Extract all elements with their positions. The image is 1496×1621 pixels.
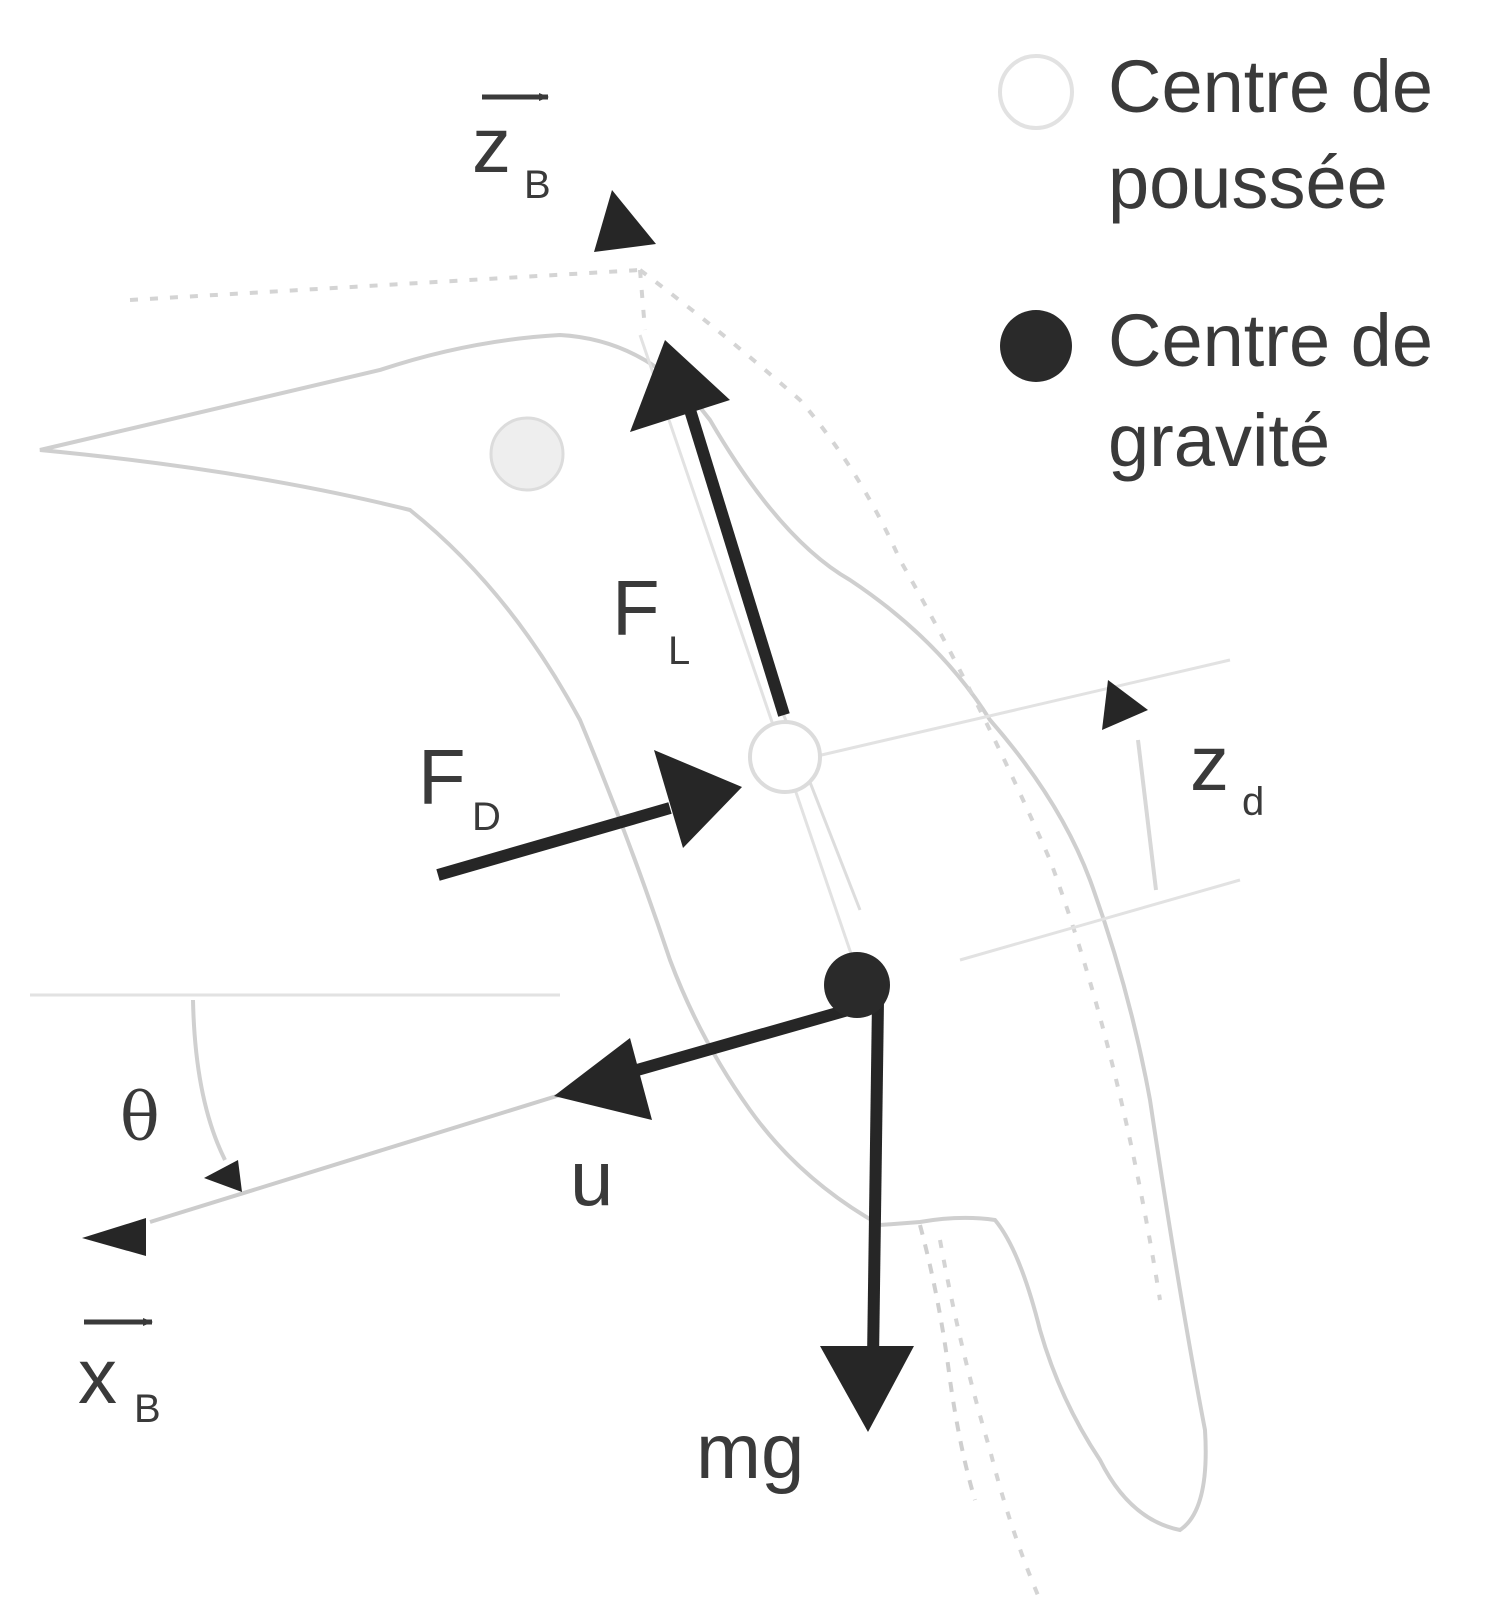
legend-buoyancy-icon — [998, 54, 1074, 130]
drag-label: F D — [418, 733, 501, 839]
drag-force-arrow — [436, 750, 742, 881]
zd-dimension — [1102, 680, 1158, 891]
legend-buoyancy-line1: Centre de — [1108, 45, 1433, 128]
x-axis-subscript: B — [134, 1387, 161, 1431]
theta-arrowhead — [204, 1160, 242, 1192]
centre-of-gravity-marker — [824, 952, 890, 1018]
theta-arc — [191, 999, 227, 1161]
zd-letter: z — [1190, 719, 1229, 807]
head-marker — [489, 416, 565, 492]
z-axis-label: z B — [472, 93, 551, 207]
legend-buoyancy-line2: poussée — [1108, 141, 1388, 224]
x-axis-line — [149, 1093, 561, 1224]
zd-subscript: d — [1242, 780, 1264, 824]
theta-label: θ — [120, 1079, 160, 1156]
dotted-guides — [129, 268, 1162, 1601]
theta-angle — [191, 999, 242, 1192]
legend: Centre de poussée Centre de gravité — [998, 45, 1433, 482]
x-axis-label: x B — [78, 1318, 161, 1431]
centre-of-buoyancy-marker — [748, 720, 822, 794]
lift-label: F L — [612, 564, 690, 673]
thrust-label: u — [570, 1134, 613, 1222]
weight-label: mg — [696, 1407, 804, 1495]
lift-subscript: L — [668, 629, 690, 673]
x-axis — [82, 1093, 561, 1256]
z-axis-subscript: B — [524, 163, 551, 207]
legend-gravity-line2: gravité — [1108, 399, 1330, 482]
penguin-outline — [39, 332, 1208, 1533]
z-axis — [594, 190, 862, 911]
z-axis-arrowhead — [594, 190, 656, 252]
zd-arrowhead — [1102, 680, 1148, 730]
drag-letter: F — [418, 733, 466, 821]
legend-gravity-line1: Centre de — [1108, 299, 1433, 382]
legend-gravity-icon — [1000, 310, 1072, 382]
zd-line — [1136, 739, 1158, 891]
reference-lines — [30, 334, 1241, 997]
zd-label: z d — [1190, 719, 1264, 824]
lift-force-arrow — [630, 340, 790, 717]
x-axis-arrowhead — [82, 1218, 146, 1256]
drag-subscript: D — [472, 795, 501, 839]
z-axis-line — [768, 679, 862, 911]
lift-letter: F — [612, 564, 660, 652]
thrust-arrow — [554, 1002, 857, 1120]
weight-arrow — [820, 999, 914, 1432]
x-axis-letter: x — [78, 1332, 117, 1420]
z-axis-letter: z — [472, 101, 511, 189]
